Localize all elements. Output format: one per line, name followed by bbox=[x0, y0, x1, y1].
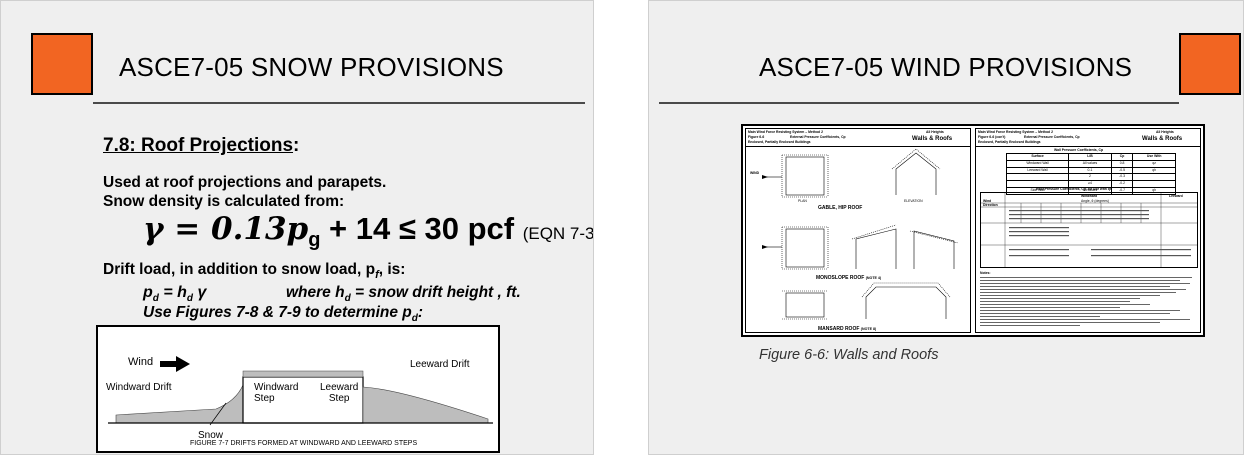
table-cell: 0-1 bbox=[1068, 166, 1112, 175]
roof-table-title: Roof Pressure Coefficients, Cp, for use … bbox=[1036, 187, 1112, 191]
notes-text-lines bbox=[980, 277, 1192, 326]
orange-accent-square bbox=[31, 33, 93, 95]
table-cell: Windward Wall bbox=[1005, 159, 1070, 168]
plan-label: PLAN bbox=[798, 199, 807, 203]
wall-table-header: Use With bbox=[1132, 153, 1176, 161]
snow-label: Snow bbox=[198, 430, 224, 441]
drift-figure: Wind Windward Drift Windward Step Leewar… bbox=[96, 325, 500, 453]
slide-title: ASCE7-05 SNOW PROVISIONS bbox=[119, 52, 504, 82]
building-diagrams bbox=[762, 148, 959, 320]
leeward-step-label: Leeward Step bbox=[320, 382, 359, 404]
intro-line-1: Used at roof projections and parapets. bbox=[103, 174, 387, 191]
intro-line-2: Snow density is calculated from: bbox=[103, 193, 345, 210]
use-figures-text: Use Figures 7-8 & 7-9 to determine pd: bbox=[143, 304, 424, 325]
drift-diagram bbox=[108, 356, 493, 426]
roof-coefficients-table: Wind Direction Windward Leeward Angle, θ… bbox=[980, 192, 1198, 268]
table-cell: -0.3 bbox=[1110, 173, 1134, 182]
wind-label: WIND bbox=[750, 171, 760, 175]
elevation-label: ELEVATION bbox=[904, 199, 923, 203]
table-cell: Side Wall bbox=[1005, 186, 1070, 195]
table-row: 2-0.3 bbox=[1005, 173, 1176, 182]
density-equation: γ = 0.13pg + 14 ≤ 30 pcf (EQN 7-3) bbox=[143, 211, 594, 252]
table-cell: qh bbox=[1132, 186, 1176, 195]
pd-equation: pd = hd γ bbox=[143, 284, 207, 305]
orange-accent-square bbox=[1179, 33, 1241, 95]
mansard-roof-label: MANSARD ROOF (NOTE 8) bbox=[818, 326, 877, 332]
table-cell: 2 bbox=[1068, 173, 1112, 182]
wall-table-title: Wall Pressure Coefficients, Cp bbox=[1054, 148, 1104, 152]
table-cell bbox=[1132, 173, 1176, 182]
wall-table-header: Surface bbox=[1005, 153, 1070, 161]
slide-wind-provisions: ASCE7-05 WIND PROVISIONS Main Wind Force… bbox=[648, 0, 1244, 455]
table-cell: -0.5 bbox=[1110, 166, 1134, 175]
upper-roof-snow bbox=[242, 370, 364, 378]
table-cell: qh bbox=[1132, 166, 1176, 175]
wind-arrow-icon bbox=[160, 356, 190, 372]
wall-table-header: Cp bbox=[1110, 153, 1134, 161]
doc-header: Main Wind Force Resisting System – Metho… bbox=[748, 130, 823, 134]
slide-title: ASCE7-05 WIND PROVISIONS bbox=[759, 52, 1133, 82]
gable-roof-label: GABLE, HIP ROOF bbox=[818, 205, 863, 211]
figure-page-right: Main Wind Force Resisting System – Metho… bbox=[975, 128, 1201, 333]
notes-title: Notes: bbox=[980, 271, 991, 275]
where-text: where hd = snow drift height , ft. bbox=[286, 284, 521, 305]
figure-caption: Figure 6-6: Walls and Roofs bbox=[759, 347, 939, 363]
table-cell bbox=[1005, 173, 1070, 182]
slide-snow-provisions: ASCE7-05 SNOW PROVISIONS 7.8: Roof Proje… bbox=[0, 0, 594, 455]
table-cell bbox=[1132, 180, 1176, 188]
table-cell: Leeward Wall bbox=[1005, 166, 1070, 175]
table-cell: -0.2 bbox=[1110, 180, 1134, 188]
equation-reference: (EQN 7-3) bbox=[522, 224, 594, 243]
intro-text: Used at roof projections and parapets. S… bbox=[103, 173, 386, 211]
table-cell: All values bbox=[1068, 159, 1112, 168]
title-rule bbox=[659, 102, 1179, 104]
monoslope-roof-label: MONOSLOPE ROOF (NOTE 4) bbox=[816, 275, 882, 281]
figure-6-6-document: Main Wind Force Resisting System – Metho… bbox=[741, 124, 1205, 337]
table-cell: qz bbox=[1132, 159, 1176, 168]
figure-page-left: Main Wind Force Resisting System – Metho… bbox=[745, 128, 971, 333]
table-cell: All values bbox=[1068, 186, 1112, 195]
drift-figure-caption: FIGURE 7-7 DRIFTS FORMED AT WINDWARD AND… bbox=[190, 440, 418, 447]
leeward-drift-shape bbox=[362, 386, 489, 424]
wall-table-header: L/B bbox=[1068, 153, 1112, 161]
section-heading: 7.8: Roof Projections: bbox=[103, 135, 300, 156]
wind-label: Wind bbox=[128, 356, 154, 368]
windward-step-label: Windward Step bbox=[254, 382, 299, 404]
leeward-drift-label: Leeward Drift bbox=[410, 359, 470, 370]
windward-drift-label: Windward Drift bbox=[106, 382, 172, 393]
table-cell: 0.8 bbox=[1110, 159, 1134, 168]
drift-load-text: Drift load, in addition to snow load, pf… bbox=[103, 261, 406, 282]
title-rule bbox=[93, 102, 585, 104]
